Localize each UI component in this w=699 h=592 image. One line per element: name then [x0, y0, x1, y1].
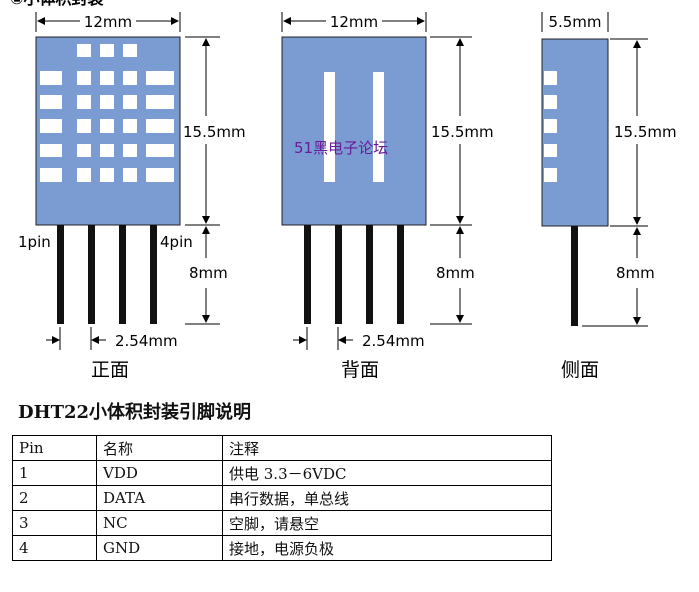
- side-pin-length-label: 8mm: [616, 264, 655, 282]
- table-row: 4 GND 接地，电源负极: [12, 535, 552, 561]
- back-width-label: 12mm: [330, 13, 378, 31]
- table-header-row: Pin 名称 注释: [12, 435, 552, 461]
- side-pin: [571, 226, 578, 326]
- front-pins: [57, 225, 157, 324]
- cell-note: 串行数据，单总线: [222, 485, 552, 511]
- front-view: 12mm 15.5mm 8mm 1pin 4pin 2.54mm 正面: [18, 12, 246, 381]
- front-pin4-label: 4pin: [160, 233, 193, 251]
- back-slot-left: [324, 72, 335, 182]
- front-height-label: 15.5mm: [183, 123, 246, 141]
- front-pin-length-label: 8mm: [189, 264, 228, 282]
- header-note: 注释: [222, 435, 552, 461]
- back-pitch-label: 2.54mm: [362, 332, 425, 350]
- cell-note: 供电 3.3－6VDC: [222, 460, 552, 486]
- front-pin1-label: 1pin: [18, 233, 51, 251]
- front-view-label: 正面: [91, 359, 129, 381]
- cell-name: DATA: [96, 485, 223, 511]
- side-width-label: 5.5mm: [548, 13, 601, 31]
- back-slot-right: [373, 72, 384, 182]
- side-view-label: 侧面: [561, 359, 599, 381]
- table-row: 2 DATA 串行数据，单总线: [12, 485, 552, 511]
- header-name: 名称: [96, 435, 223, 461]
- back-pin-length-label: 8mm: [436, 264, 475, 282]
- back-height-label: 15.5mm: [431, 123, 494, 141]
- cell-pin: 2: [12, 485, 97, 511]
- pin-table: Pin 名称 注释 1 VDD 供电 3.3－6VDC 2 DATA 串行数据，…: [12, 435, 552, 561]
- back-body: [281, 36, 427, 226]
- cell-pin: 1: [12, 460, 97, 486]
- back-view-label: 背面: [341, 359, 379, 381]
- cell-pin: 4: [12, 535, 97, 561]
- section-title: ②小体积封装: [10, 0, 104, 8]
- cell-note: 空脚，请悬空: [222, 510, 552, 536]
- back-pins: [304, 225, 404, 324]
- table-row: 1 VDD 供电 3.3－6VDC: [12, 460, 552, 486]
- header-pin: Pin: [12, 435, 97, 461]
- cell-name: NC: [96, 510, 223, 536]
- front-pitch-label: 2.54mm: [115, 332, 178, 350]
- cell-pin: 3: [12, 510, 97, 536]
- front-vent-grid: [40, 44, 174, 182]
- cell-name: GND: [96, 535, 223, 561]
- front-width-label: 12mm: [84, 13, 132, 31]
- side-height-label: 15.5mm: [614, 123, 677, 141]
- cell-note: 接地，电源负极: [222, 535, 552, 561]
- table-row: 3 NC 空脚，请悬空: [12, 510, 552, 536]
- table-title: DHT22小体积封装引脚说明: [18, 402, 252, 423]
- side-view: 5.5mm 15.5mm 8mm 侧面: [541, 12, 677, 381]
- cell-name: VDD: [96, 460, 223, 486]
- side-vents: [544, 71, 557, 182]
- package-diagram: ②小体积封装 12mm 15.5mm 8mm 1pin 4pin: [10, 0, 677, 381]
- back-view: 51黑电子论坛 12mm 15.5mm 8mm 2.54mm 背面: [281, 12, 494, 381]
- watermark-text: 51黑电子论坛: [294, 139, 388, 157]
